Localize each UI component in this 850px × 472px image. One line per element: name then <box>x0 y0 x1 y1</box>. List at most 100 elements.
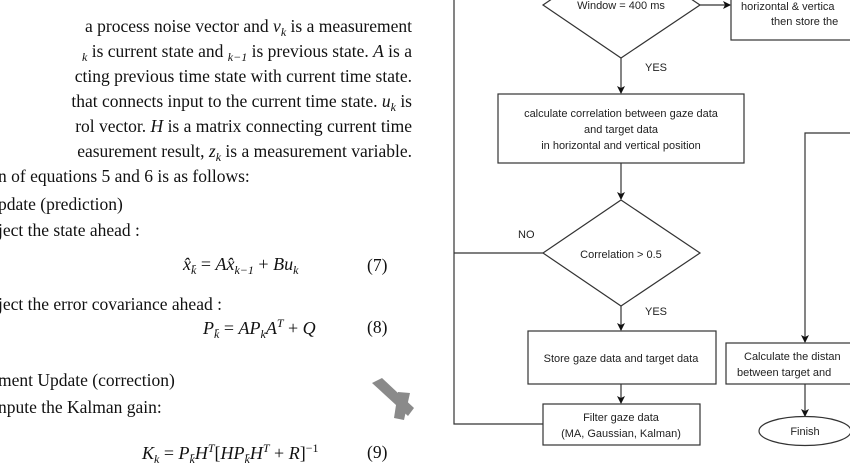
text-segment: T <box>207 441 215 455</box>
text-line: cting previous time state with current t… <box>75 66 412 86</box>
text-line: easurement result, zk is a measurement v… <box>77 141 412 167</box>
text-segment: k <box>82 50 88 64</box>
box-store-data <box>527 330 717 385</box>
equation-9: Kk = Pk̄HT[HPk̄HT + R]−1 <box>142 441 318 467</box>
text-segment: easurement result, <box>77 141 209 161</box>
correlation-box-line-2: and target data <box>584 124 659 136</box>
text-segment: is <box>395 91 412 111</box>
text-line: npute the Kalman gain: <box>0 397 162 417</box>
text-segment: ment Update (correction) <box>0 370 175 390</box>
text-line: n of equations 5 and 6 is as follows: <box>0 166 250 186</box>
text-segment: Q <box>302 318 316 338</box>
text-segment: = <box>196 254 216 274</box>
text-segment: x̂ <box>226 254 235 274</box>
box-store-horizontal-vertical <box>730 0 850 41</box>
text-segment: H <box>194 443 208 463</box>
equation-number: (8) <box>367 317 388 337</box>
text-segment: k̄ <box>191 263 197 277</box>
text-segment: −1 <box>305 441 319 455</box>
store-box-line-2: then store the <box>771 16 838 28</box>
box-distance <box>725 342 850 385</box>
correlation-box-line-3: in horizontal and vertical position <box>541 140 701 152</box>
text-segment: rol vector. <box>75 116 151 136</box>
line-to-distance <box>801 132 850 343</box>
text-segment: ject the error covariance ahead : <box>0 294 222 314</box>
store-data-label: Store gaze data and target data <box>544 353 700 365</box>
text-segment: + <box>283 318 303 338</box>
yes-label-1: YES <box>645 62 667 74</box>
text-line: pdate (prediction) <box>0 194 123 214</box>
text-segment: HP <box>220 443 245 463</box>
text-segment: A <box>373 41 384 61</box>
finish-label: Finish <box>790 426 819 438</box>
text-segment: v <box>273 16 281 36</box>
equation-number: (7) <box>367 255 388 275</box>
text-segment: is current state and <box>87 41 228 61</box>
text-segment: npute the Kalman gain: <box>0 397 162 417</box>
text-segment: k̄ <box>244 452 250 466</box>
equation-8: Pk̄ = APkAT + Q <box>203 316 316 342</box>
terminal-finish <box>758 415 850 447</box>
text-segment: T <box>262 441 270 455</box>
text-line: ject the state ahead : <box>0 220 140 240</box>
filter-box-line-1: Filter gaze data <box>583 412 660 424</box>
text-segment: + <box>269 443 289 463</box>
text-segment: AP <box>238 318 261 338</box>
distance-box-line-1: Calculate the distan <box>744 351 841 363</box>
text-line: ment Update (correction) <box>0 370 175 390</box>
text-segment: u <box>381 91 391 111</box>
text-segment: T <box>276 316 284 330</box>
text-segment: ] <box>299 443 306 463</box>
text-segment: k <box>260 327 266 341</box>
box-filter <box>542 403 701 446</box>
decision-window-label: Window = 400 ms <box>577 0 665 12</box>
text-line: ject the error covariance ahead : <box>0 294 222 314</box>
store-box-line-1: horizontal & vertica <box>741 1 835 13</box>
text-segment: K <box>142 443 155 463</box>
distance-box-line-2: between target and <box>737 367 831 379</box>
text-segment: cting previous time state with current t… <box>74 66 412 86</box>
text-segment: n of equations 5 and 6 is as follows: <box>0 166 250 186</box>
text-line: rol vector. H is a matrix connecting cur… <box>75 116 412 136</box>
box-correlation <box>497 93 745 164</box>
text-segment: k−1 <box>227 50 248 64</box>
no-label: NO <box>518 229 535 241</box>
text-segment: A <box>215 254 227 274</box>
text-segment: is a <box>383 41 412 61</box>
text-segment: is a matrix connecting current time <box>163 116 412 136</box>
text-segment: k−1 <box>234 263 254 277</box>
text-segment: ject the state ahead : <box>0 220 140 240</box>
text-line: k is current state and k−1 is previous s… <box>82 41 412 67</box>
text-segment: k̄ <box>189 452 195 466</box>
text-segment: P <box>178 443 190 463</box>
text-segment: k <box>215 150 222 164</box>
text-segment: Bu <box>273 254 294 274</box>
text-segment: is a measurement <box>286 16 412 36</box>
text-line: that connects input to the current time … <box>71 91 412 117</box>
text-segment: x̂ <box>183 254 191 274</box>
text-segment: = <box>219 318 239 338</box>
text-segment: z <box>208 141 216 161</box>
text-segment: k <box>280 25 287 39</box>
text-segment: R <box>288 443 300 463</box>
text-segment: pdate (prediction) <box>0 194 123 214</box>
text-segment: that connects input to the current time … <box>71 91 382 111</box>
decision-correlation-label: Correlation > 0.5 <box>580 249 662 261</box>
text-segment: a process noise vector and <box>84 16 274 36</box>
text-segment: k̄ <box>214 327 220 341</box>
equation-7: x̂k̄ = Ax̂k−1 + Buk <box>183 254 298 278</box>
text-segment: H <box>150 116 164 136</box>
text-segment: [ <box>214 443 221 463</box>
text-segment: k <box>390 100 396 114</box>
text-segment: = <box>159 443 179 463</box>
correlation-box-line-1: calculate correlation between gaze data <box>524 108 719 120</box>
text-segment: k <box>293 263 299 277</box>
equation-number: (9) <box>367 442 388 462</box>
text-segment: P <box>203 318 214 338</box>
text-segment: is previous state. <box>247 41 374 61</box>
yes-label-2: YES <box>645 306 667 318</box>
filter-box-line-2: (MA, Gaussian, Kalman) <box>561 428 681 440</box>
